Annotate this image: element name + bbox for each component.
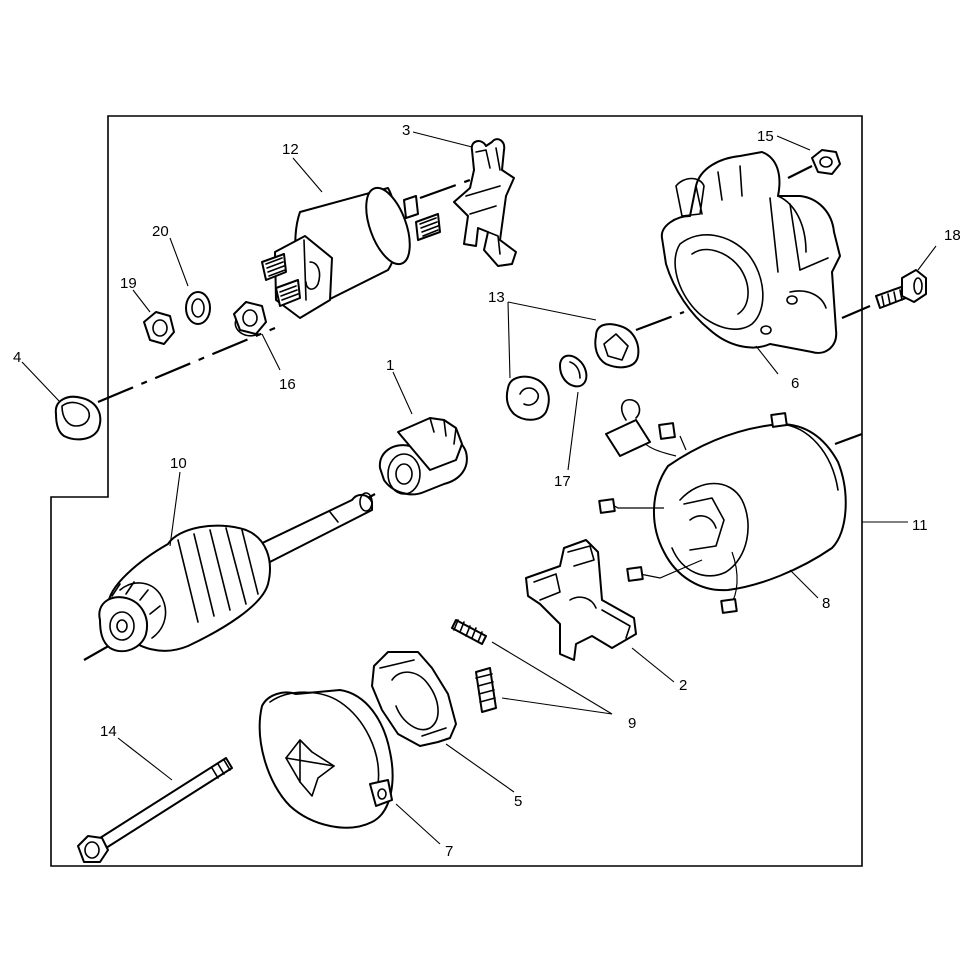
callout-9: 9 (628, 715, 636, 732)
callout-14: 14 (100, 723, 117, 740)
nut-part-15 (811, 149, 841, 175)
rear-cover-part (258, 689, 394, 829)
callout-11: 11 (912, 517, 928, 534)
snap-ring-part-17 (559, 354, 588, 388)
brush-spring-part (451, 619, 497, 713)
magnetic-switch-part (261, 186, 441, 319)
yoke-field-coil-part (598, 398, 847, 614)
assembly-frame (50, 115, 863, 867)
cap-part-4 (54, 395, 102, 441)
callout-15: 15 (757, 128, 774, 145)
brush-holder-part (525, 539, 637, 661)
callout-7: 7 (445, 843, 453, 860)
leader-lines (21, 131, 937, 845)
starter-housing-part (660, 151, 841, 354)
callout-13: 13 (488, 289, 505, 306)
nut-part-19 (143, 311, 175, 345)
callout-20: 20 (152, 223, 169, 240)
shim-part-13 (505, 323, 640, 421)
callout-8: 8 (822, 595, 830, 612)
callout-labels: 1 2 3 4 5 6 7 8 9 10 11 12 13 14 15 16 1… (13, 122, 961, 860)
drive-lever-part (453, 138, 517, 267)
callout-12: 12 (282, 141, 299, 158)
washer-part-20 (185, 291, 211, 325)
bolt-part-18 (875, 269, 927, 309)
callout-18: 18 (944, 227, 961, 244)
callout-1: 1 (386, 357, 394, 374)
callout-17: 17 (554, 473, 571, 490)
armature-part (98, 492, 373, 653)
callout-5: 5 (514, 793, 522, 810)
pinion-clutch-part (378, 417, 468, 496)
callout-19: 19 (120, 275, 137, 292)
callout-2: 2 (679, 677, 687, 694)
through-bolt-part (77, 757, 233, 863)
nut-part-16 (233, 301, 267, 337)
callout-4: 4 (13, 349, 21, 366)
callout-3: 3 (402, 122, 410, 139)
callout-16: 16 (279, 376, 296, 393)
callout-10: 10 (170, 455, 187, 472)
plate-part-5 (371, 651, 457, 747)
callout-6: 6 (791, 375, 799, 392)
